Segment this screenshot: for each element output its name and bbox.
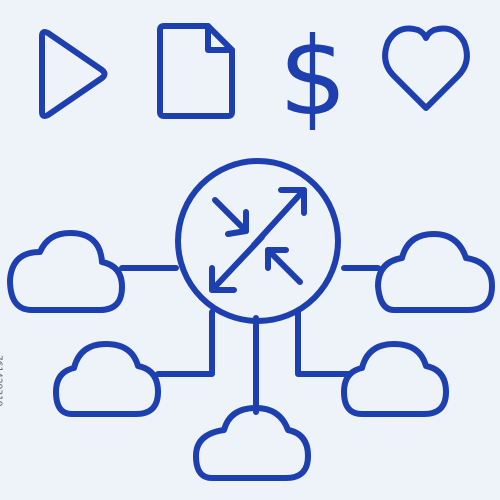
watermark-id: 761429319: [0, 355, 3, 407]
cloud-icon-bottom: [193, 405, 311, 481]
cloud-icon-right: [375, 231, 495, 313]
heart-icon: [382, 25, 470, 111]
cloud-icon-lower-right: [341, 341, 449, 417]
document-icon: [157, 23, 235, 119]
cloud-icon-lower-left: [53, 341, 161, 417]
connector-lines: [119, 265, 381, 415]
dollar-icon: $: [279, 15, 348, 140]
arrows-hub-icon: [175, 158, 341, 324]
cloud-icon-left: [7, 230, 125, 313]
play-icon: [39, 29, 108, 119]
